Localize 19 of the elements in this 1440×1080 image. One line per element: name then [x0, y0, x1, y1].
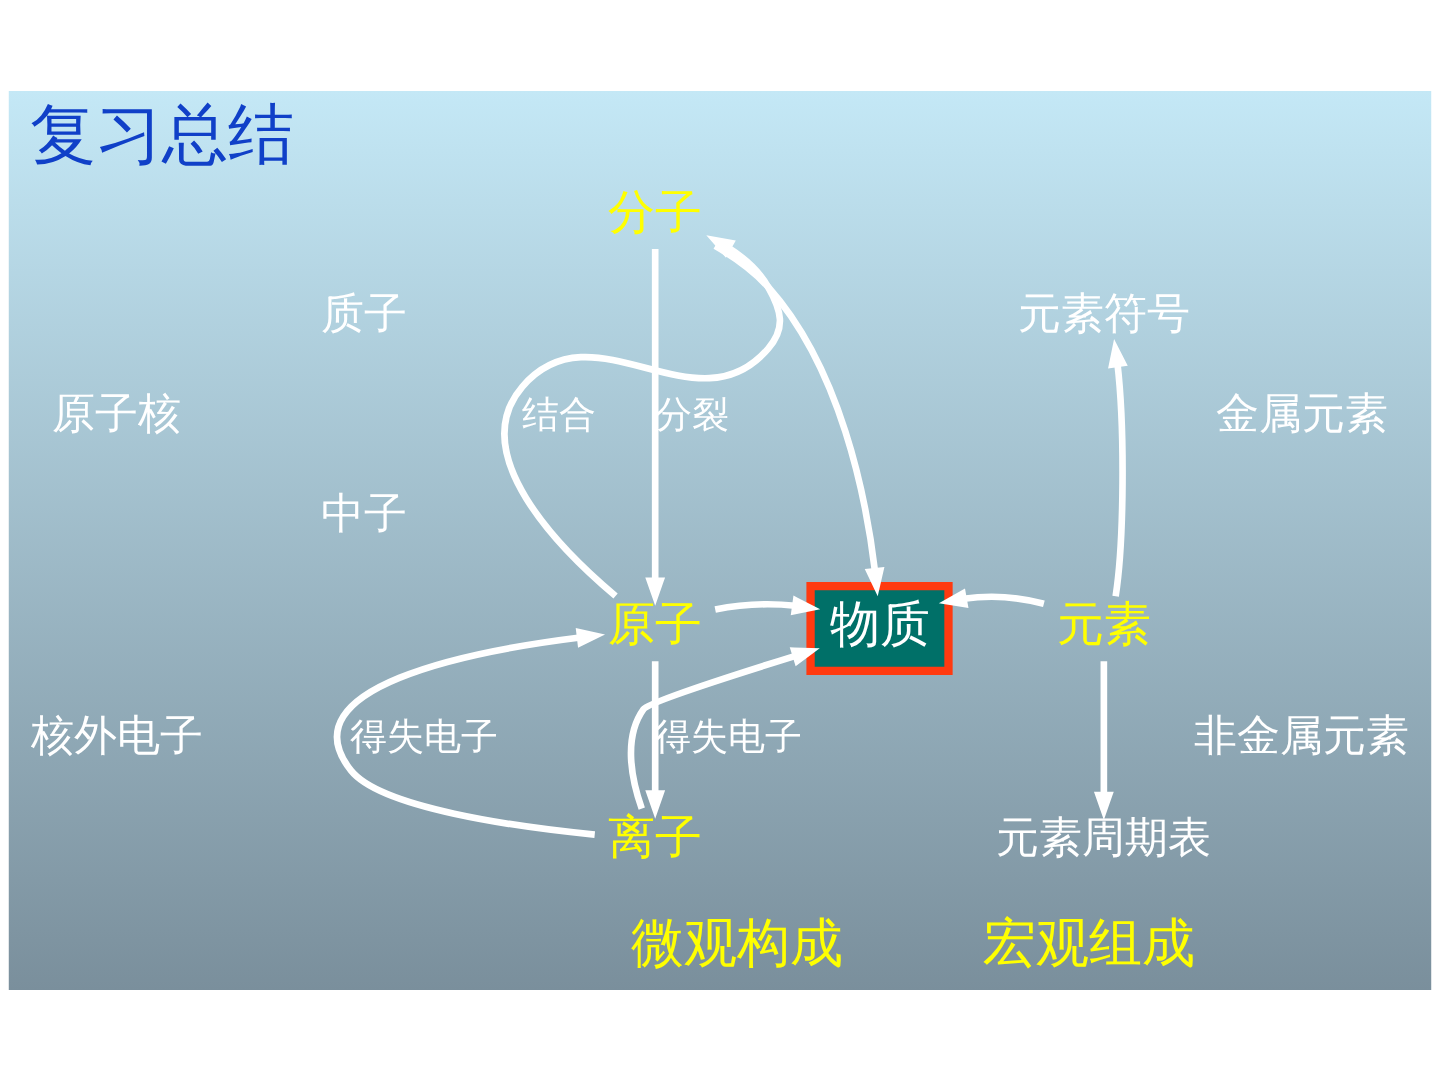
- node-text: 元素周期表: [996, 811, 1212, 862]
- edge-label: 得失电子: [654, 714, 803, 758]
- node-text: 金属元素: [1215, 387, 1388, 438]
- label: 微观构成: [630, 911, 843, 974]
- node-text: 元素: [1056, 596, 1151, 651]
- node-text: 离子: [608, 809, 703, 864]
- edge-label: 结合: [521, 392, 596, 436]
- node-text: 质子: [321, 287, 408, 338]
- label: 宏观组成: [982, 911, 1195, 974]
- edge-label: 得失电子: [350, 714, 499, 758]
- node-text: 非金属元素: [1194, 709, 1410, 760]
- node-text: 分子: [608, 184, 703, 239]
- node-text: 原子核: [52, 387, 182, 438]
- diagram-title: 复习总结: [29, 94, 294, 173]
- node-text: 中子: [321, 487, 408, 538]
- node-text: 原子: [608, 596, 703, 651]
- node-text: 核外电子: [30, 709, 203, 760]
- edge-label: 分裂: [654, 392, 729, 436]
- node-text: 元素符号: [1017, 287, 1190, 338]
